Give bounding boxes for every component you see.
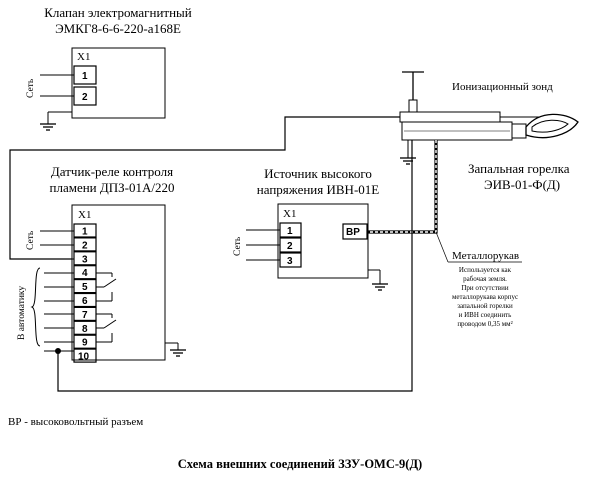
svg-text:проводом 0,35 мм²: проводом 0,35 мм² (457, 320, 512, 328)
probe-signal-wire (9, 116, 400, 260)
sensor-pin-2-box (73, 237, 97, 252)
sensor-ground-icon (170, 349, 186, 357)
sensor-net-label: Сеть (26, 230, 36, 250)
sensor-pin-7: 7 (82, 310, 88, 321)
igniter-label-line1: Запальная горелка (468, 161, 570, 176)
automation-brace (30, 267, 41, 347)
hv-title-line1: Источник высокого (264, 166, 372, 181)
sensor-pin-4: 4 (82, 268, 88, 279)
ground-return-wire (57, 140, 413, 392)
hv-connector-label: Х1 (283, 208, 296, 220)
hv-source-box (277, 203, 369, 279)
valve-ground-icon (40, 123, 56, 131)
probe-rod (399, 111, 501, 123)
sensor-pin-4-box (73, 265, 97, 280)
hv-connector-box (342, 223, 368, 240)
svg-text:и ИВН соединить: и ИВН соединить (459, 311, 512, 319)
valve-pin-2: 2 (82, 92, 88, 103)
svg-text:Используется как: Используется как (459, 266, 512, 274)
hv-pin-3: 3 (287, 256, 293, 267)
igniter-label-line2: ЭИВ-01-Ф(Д) (484, 177, 560, 192)
valve-connector-label: Х1 (77, 51, 90, 63)
sensor-pin-8: 8 (82, 324, 88, 335)
svg-text:запальной горелки: запальной горелки (457, 302, 513, 310)
sensor-pin-5: 5 (82, 282, 88, 293)
valve-pin-1: 1 (82, 71, 88, 82)
igniter-ground-icon (400, 157, 416, 165)
sensor-connector-label: Х1 (78, 209, 91, 221)
sensor-automation-label: В автоматику (17, 286, 27, 340)
sensor-pin-2: 2 (82, 240, 88, 251)
sensor-pin-5-box (73, 279, 97, 294)
sensor-pin-column: 1 2 3 4 5 6 7 8 9 10 (73, 223, 97, 363)
svg-text:металлорукава корпус: металлорукава корпус (452, 293, 518, 301)
sensor-title-line2: пламени ДПЗ-01А/220 (50, 180, 175, 195)
sensor-pin-1: 1 (82, 227, 88, 238)
valve-title-line2: ЭМКГ8-6-6-220-а168Е (55, 21, 181, 36)
footer-title: Схема внешних соединений ЗЗУ-ОМС-9(Д) (178, 457, 422, 471)
automation-wires (44, 272, 74, 343)
metal-hose-label: Металлорукав (452, 250, 519, 262)
sensor-pin-6-box (73, 292, 97, 308)
sensor-pin-3-box (73, 251, 97, 266)
svg-text:При отсутствии: При отсутствии (461, 284, 508, 292)
sensor-pin-3: 3 (82, 254, 88, 265)
valve-net-label: Сеть (26, 78, 36, 98)
hv-net-label: Сеть (233, 236, 243, 256)
sensor-pin-10: 10 (78, 352, 90, 363)
valve-title-line1: Клапан электромагнитный (44, 5, 192, 20)
sensor-pin-10-box (73, 348, 97, 363)
sensor-title-line1: Датчик-реле контроля (51, 164, 173, 179)
metal-hose-note: Используется как рабочая земля. При отсу… (452, 266, 518, 328)
probe-terminal (408, 99, 418, 113)
hv-pin-1: 1 (287, 226, 293, 237)
hv-connector: ВР (346, 227, 360, 238)
relay-contacts (96, 272, 117, 343)
hv-ground-icon (372, 283, 388, 291)
sensor-box (71, 204, 166, 361)
legend-text: ВР - высоковольтный разъем (8, 416, 143, 428)
sensor-pin-9: 9 (82, 338, 88, 349)
sensor-pin-6: 6 (82, 296, 88, 307)
svg-text:рабочая земля.: рабочая земля. (463, 275, 507, 283)
hv-pin-2: 2 (287, 241, 293, 252)
hv-title-line2: напряжения ИВН-01Е (257, 182, 379, 197)
probe-label: Ионизационный зонд (452, 81, 553, 93)
valve-box (71, 47, 166, 119)
